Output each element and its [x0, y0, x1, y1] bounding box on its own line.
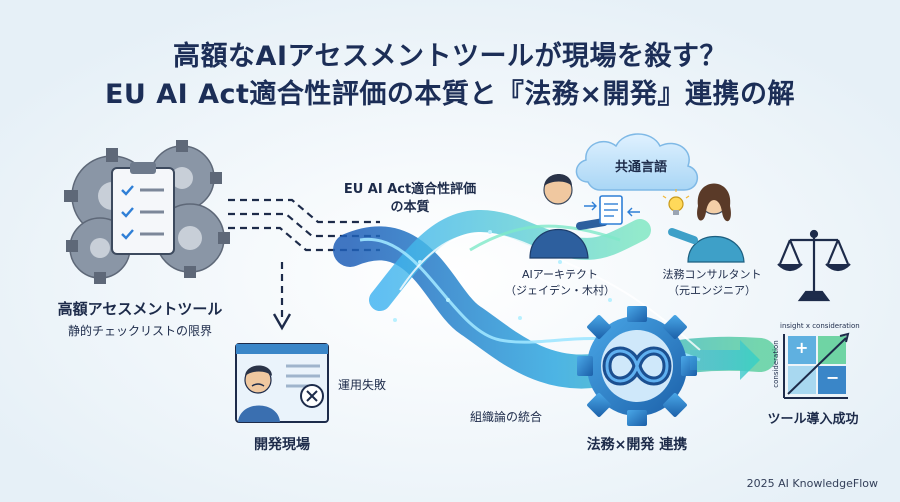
- architect-name: （ジェイデン・木村）: [505, 284, 615, 297]
- lightbulb-icon: [662, 189, 690, 215]
- matrix-side-label: consideration: [771, 340, 780, 388]
- center-label-line-2: の本質: [390, 200, 430, 215]
- consultant-avatar: [668, 183, 745, 263]
- page-title-line-2: EU AI Act適合性評価の本質と『法務×開発』連携の解: [104, 79, 796, 110]
- consultant-name: （元エンジニア）: [668, 284, 756, 297]
- failure-label: 運用失敗: [338, 378, 387, 392]
- down-arrow-icon: [272, 313, 292, 331]
- page-title-line-1: 高額なAIアセスメントツールが現場を殺す？: [173, 41, 727, 72]
- speech-cloud-icon: [575, 133, 698, 191]
- error-x-icon: [300, 384, 324, 408]
- dev-title: 開発現場: [254, 437, 310, 453]
- document-icon: [584, 195, 640, 225]
- bubble-label: 共通言語: [614, 160, 667, 175]
- scales-icon: [777, 229, 851, 302]
- matrix-minus: −: [826, 368, 840, 387]
- org-label: 組織論の統合: [470, 410, 543, 424]
- left-title: 高額アセスメントツール: [57, 300, 223, 318]
- center-label-line-1: EU AI Act適合性評価: [343, 182, 477, 197]
- success-label: ツール導入成功: [767, 412, 859, 427]
- matrix-icon: [783, 332, 850, 399]
- architect-role: AIアーキテクト: [521, 268, 599, 281]
- matrix-plus: +: [795, 338, 809, 357]
- developer-screen-icon: [235, 343, 329, 423]
- collab-label: 法務×開発 連携: [586, 437, 688, 453]
- collaboration-gear-icon: [577, 306, 697, 426]
- consultant-role: 法務コンサルタント: [662, 268, 762, 281]
- clipboard-icon: [111, 162, 175, 255]
- right-arrow-icon: [690, 340, 760, 380]
- matrix-top-label: insight x consideration: [780, 322, 860, 330]
- left-subtitle: 静的チェックリストの限界: [67, 324, 212, 338]
- footer-credit: 2025 AI KnowledgeFlow: [746, 477, 878, 490]
